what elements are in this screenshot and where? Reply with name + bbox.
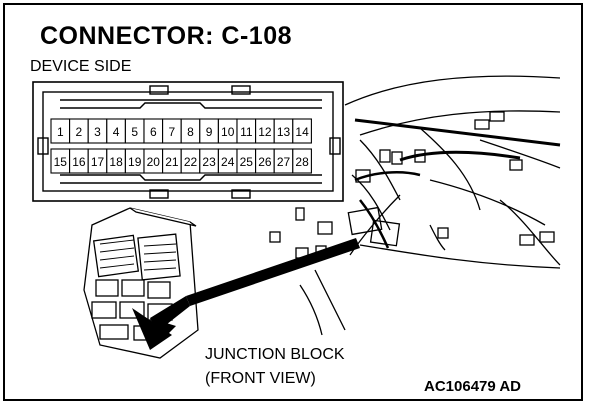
pin-row-bottom: 15 16 17 18 19 20 21 22 23 24 25 26 27 28 bbox=[50, 148, 312, 174]
pin-number: 27 bbox=[277, 155, 291, 169]
pin-number: 28 bbox=[295, 155, 309, 169]
pin-number: 23 bbox=[202, 155, 216, 169]
pin-number: 22 bbox=[184, 155, 198, 169]
pin-number: 26 bbox=[258, 155, 272, 169]
pin-number: 21 bbox=[165, 155, 179, 169]
pin-number: 11 bbox=[240, 125, 253, 139]
pin-number: 19 bbox=[128, 155, 142, 169]
pin-number: 4 bbox=[113, 125, 120, 139]
pin-number: 1 bbox=[57, 125, 64, 139]
pin-cell bbox=[292, 118, 312, 144]
pin-cell bbox=[292, 148, 312, 174]
pin-number: 2 bbox=[76, 125, 83, 139]
figure-code: AC106479 AD bbox=[424, 378, 521, 395]
connector-title: CONNECTOR: C-108 bbox=[40, 22, 293, 50]
caption-line-1: JUNCTION BLOCK bbox=[205, 346, 345, 363]
pin-number: 17 bbox=[91, 155, 105, 169]
pin-number: 3 bbox=[94, 125, 101, 139]
junction-block-illustration bbox=[83, 207, 199, 359]
connector-face bbox=[32, 81, 344, 202]
pin-number: 13 bbox=[277, 125, 291, 139]
pin-number: 25 bbox=[240, 155, 254, 169]
pin-number: 24 bbox=[221, 155, 235, 169]
pin-number: 8 bbox=[187, 125, 194, 139]
pin-number: 20 bbox=[147, 155, 161, 169]
pin-number: 14 bbox=[295, 125, 309, 139]
caption-line-2: (FRONT VIEW) bbox=[205, 370, 316, 387]
pin-number: 7 bbox=[169, 125, 176, 139]
device-side-label: DEVICE SIDE bbox=[30, 58, 132, 75]
pin-number: 12 bbox=[258, 125, 272, 139]
pin-number: 16 bbox=[72, 155, 86, 169]
pin-number: 9 bbox=[206, 125, 213, 139]
instrument-panel-illustration bbox=[269, 75, 561, 336]
pin-number: 6 bbox=[150, 125, 157, 139]
pin-number: 10 bbox=[221, 125, 235, 139]
pin-number: 18 bbox=[109, 155, 123, 169]
pointer-arrow bbox=[132, 238, 360, 350]
pin-number: 5 bbox=[131, 125, 138, 139]
pin-number: 15 bbox=[54, 155, 68, 169]
